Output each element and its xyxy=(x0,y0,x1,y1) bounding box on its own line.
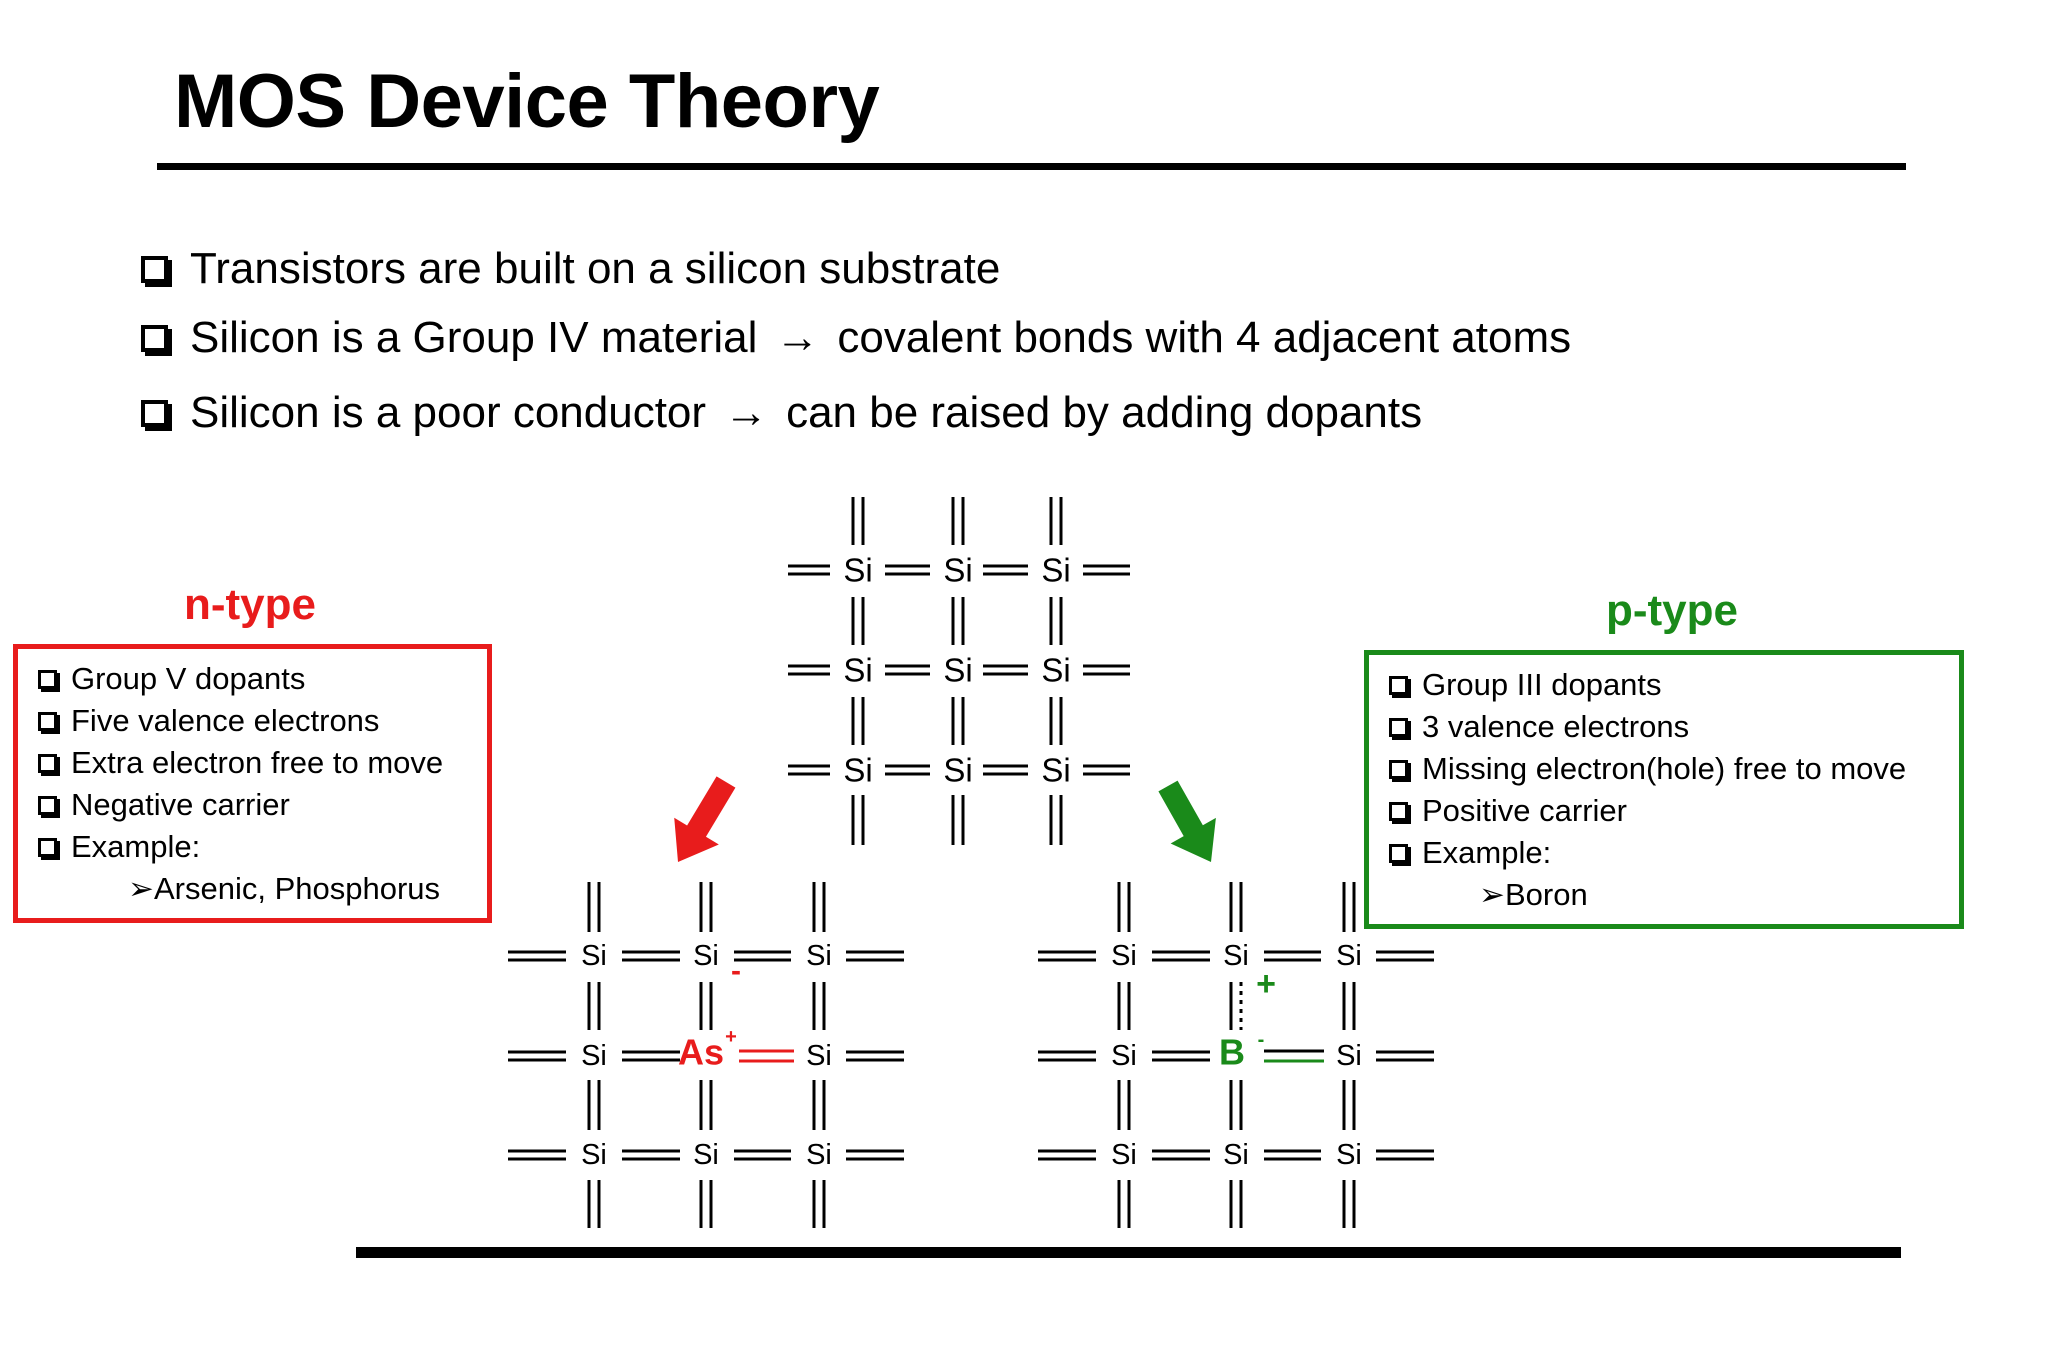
atom-label: Si xyxy=(1111,1139,1137,1171)
arrow-down-left-icon xyxy=(674,776,736,862)
atom-label: Si xyxy=(806,940,832,972)
p-type-box: Group III dopants 3 valence electrons Mi… xyxy=(1364,650,1964,929)
item-text: Missing electron(hole) free to move xyxy=(1422,751,1907,786)
arrow-down-right-icon xyxy=(1158,780,1216,862)
p-type-example: ➢Boron xyxy=(1479,877,1588,912)
p-type-item: Positive carrier xyxy=(1389,793,1627,829)
atom-label: Si xyxy=(843,552,872,589)
item-text: Extra electron free to move xyxy=(71,745,444,780)
bullet-text: Silicon is a poor conductor xyxy=(190,388,707,437)
charge-label: - xyxy=(1258,1029,1265,1051)
atom-label: Si xyxy=(1336,940,1362,972)
n-type-item: Extra electron free to move xyxy=(38,745,443,781)
atom-label: Si xyxy=(1336,1040,1362,1072)
n-type-example: ➢Arsenic, Phosphorus xyxy=(128,871,441,906)
atom-label: Si xyxy=(1336,1139,1362,1171)
atom-label: Si xyxy=(843,652,872,689)
checkbox-bullet-icon xyxy=(38,711,57,731)
atom-label: Si xyxy=(581,940,607,972)
bullet-text-after: covalent bonds with 4 adjacent atoms xyxy=(837,313,1572,362)
atom-label: Si xyxy=(581,1139,607,1171)
item-text: Five valence electrons xyxy=(71,703,380,738)
item-text: Group III dopants xyxy=(1422,667,1662,702)
p-type-item: Group III dopants xyxy=(1389,667,1662,703)
arrow-right-icon: → xyxy=(775,313,820,362)
atom-label: Si xyxy=(581,1040,607,1072)
item-text: Group V dopants xyxy=(71,661,306,696)
checkbox-bullet-icon xyxy=(38,795,57,815)
checkbox-bullet-icon xyxy=(38,837,57,857)
charge-label: - xyxy=(731,955,741,988)
p-type-item: 3 valence electrons xyxy=(1389,709,1689,745)
atom-label: Si xyxy=(843,752,872,789)
atom-label: Si xyxy=(1041,752,1070,789)
bullet-text: Transistors are built on a silicon subst… xyxy=(190,244,1001,293)
item-text: 3 valence electrons xyxy=(1422,709,1690,744)
atom-label: Si xyxy=(943,752,972,789)
p-type-item: Example: xyxy=(1389,835,1551,871)
atom-label: Si xyxy=(693,1139,719,1171)
bullet-1: Transistors are built on a silicon subst… xyxy=(141,244,1000,294)
item-text: Positive carrier xyxy=(1422,793,1627,828)
p-type-item: Missing electron(hole) free to move xyxy=(1389,751,1906,787)
atom-label: Si xyxy=(1111,1040,1137,1072)
item-text: Example: xyxy=(1422,835,1552,870)
dopant-label: As xyxy=(678,1032,724,1073)
atom-label: Si xyxy=(693,940,719,972)
checkbox-bullet-icon xyxy=(141,324,168,352)
bullet-text-after: can be raised by adding dopants xyxy=(786,388,1423,437)
checkbox-bullet-icon xyxy=(38,753,57,773)
n-type-label: n-type xyxy=(184,580,316,629)
title-underline xyxy=(157,163,1906,170)
atom-label: Si xyxy=(943,552,972,589)
checkbox-bullet-icon xyxy=(1389,717,1408,737)
bottom-rule xyxy=(356,1247,1901,1258)
bullet-2: Silicon is a Group IV material → covalen… xyxy=(141,313,1571,363)
bullet-text: Silicon is a Group IV material xyxy=(190,313,758,362)
checkbox-bullet-icon xyxy=(38,669,57,689)
bullet-3: Silicon is a poor conductor → can be rai… xyxy=(141,388,1422,438)
charge-label: + xyxy=(725,1026,737,1048)
atom-label: Si xyxy=(943,652,972,689)
page-title: MOS Device Theory xyxy=(174,59,880,144)
checkbox-bullet-icon xyxy=(1389,801,1408,821)
arrow-right-icon: → xyxy=(724,388,769,437)
charge-label: + xyxy=(1256,965,1276,1003)
n-type-item: Group V dopants xyxy=(38,661,305,697)
n-type-item: Negative carrier xyxy=(38,787,290,823)
atom-label: Si xyxy=(1041,552,1070,589)
checkbox-bullet-icon xyxy=(141,255,168,283)
item-text: Example: xyxy=(71,829,201,864)
dopant-label: B xyxy=(1219,1032,1245,1073)
n-type-box: Group V dopants Five valence electrons E… xyxy=(13,644,492,923)
p-type-label: p-type xyxy=(1606,586,1738,635)
checkbox-bullet-icon xyxy=(1389,675,1408,695)
atom-label: Si xyxy=(1223,940,1249,972)
checkbox-bullet-icon xyxy=(141,399,168,427)
atom-label: Si xyxy=(806,1139,832,1171)
checkbox-bullet-icon xyxy=(1389,759,1408,779)
atom-label: Si xyxy=(1041,652,1070,689)
item-text: Negative carrier xyxy=(71,787,290,822)
n-type-item: Example: xyxy=(38,829,200,865)
n-type-item: Five valence electrons xyxy=(38,703,379,739)
atom-label: Si xyxy=(1111,940,1137,972)
atom-label: Si xyxy=(1223,1139,1249,1171)
atom-label: Si xyxy=(806,1040,832,1072)
checkbox-bullet-icon xyxy=(1389,843,1408,863)
